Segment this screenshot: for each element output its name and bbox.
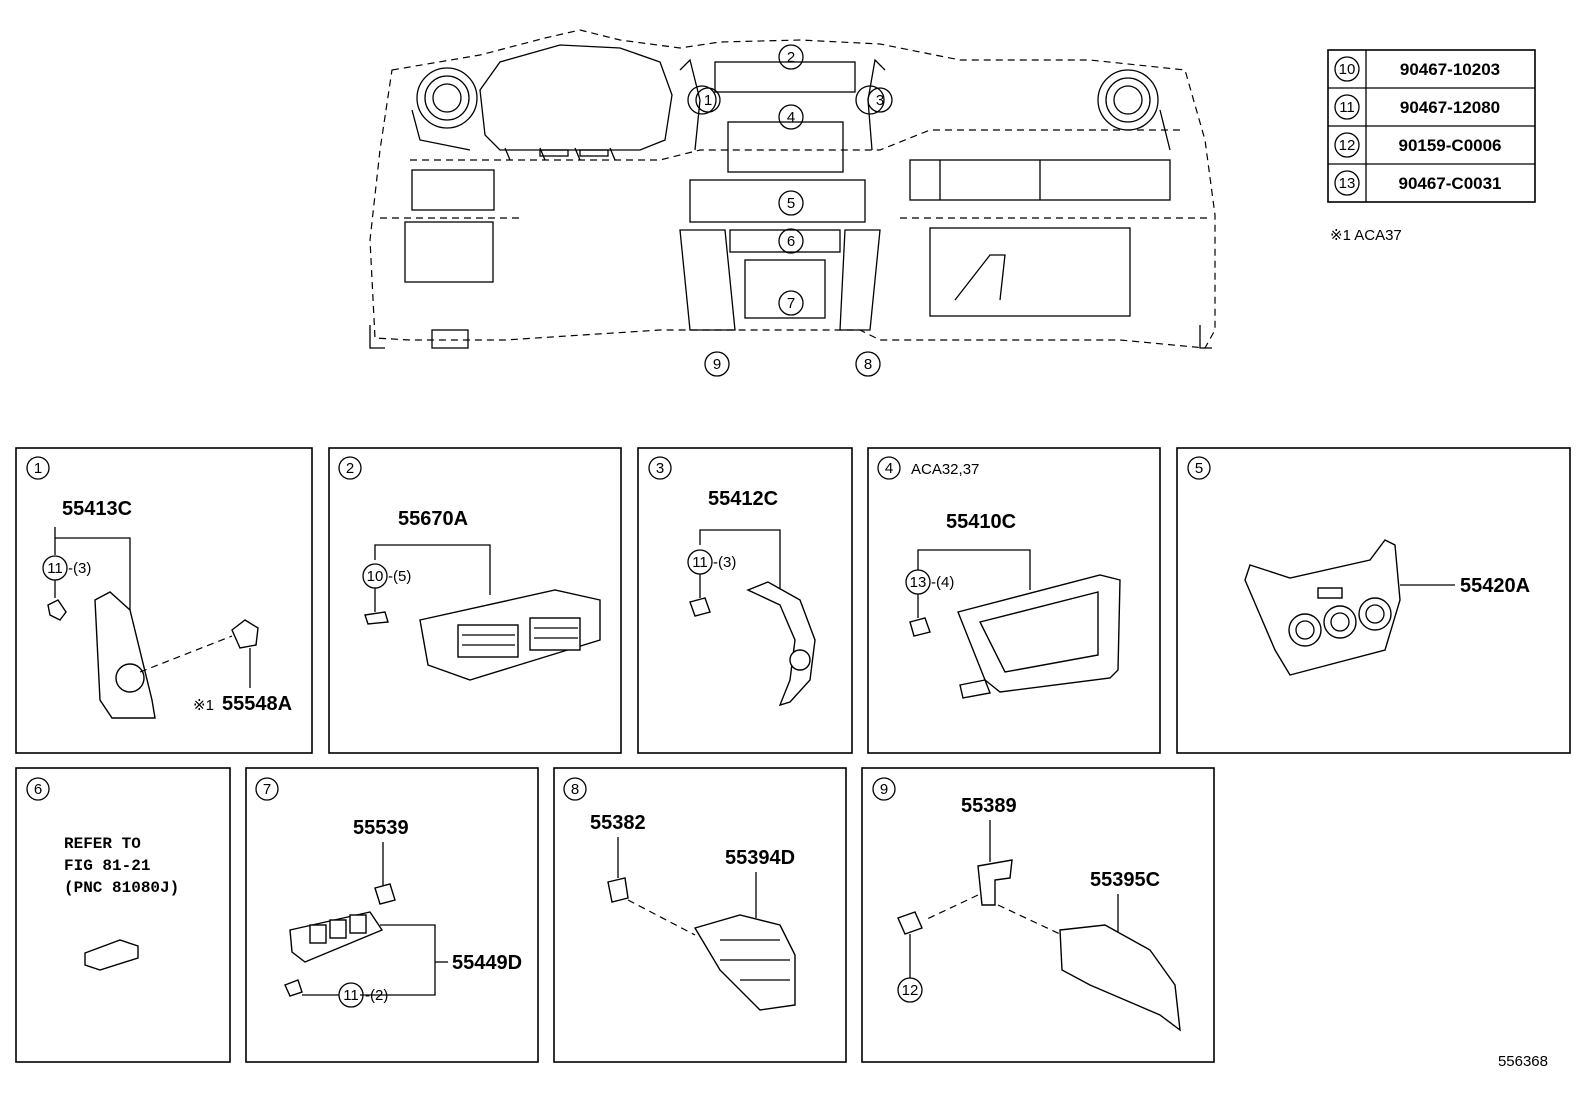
- svg-text:8: 8: [864, 356, 872, 373]
- svg-text:55389: 55389: [961, 795, 1017, 817]
- svg-text:ACA32,37: ACA32,37: [911, 461, 979, 478]
- svg-text:5: 5: [1195, 460, 1203, 477]
- svg-text:55395C: 55395C: [1090, 869, 1160, 891]
- svg-text:-(5): -(5): [388, 568, 411, 585]
- svg-text:55410C: 55410C: [946, 511, 1016, 533]
- svg-text:11: 11: [1339, 99, 1355, 116]
- svg-text:3: 3: [656, 460, 664, 477]
- overview-callouts: 1 2 3 4 5 6 7 8 9: [695, 44, 893, 377]
- svg-text:90467-12080: 90467-12080: [1400, 98, 1500, 117]
- svg-text:-(4): -(4): [931, 574, 954, 591]
- table-row: 12 90159-C0006: [1334, 132, 1502, 158]
- panel-7: 7 55539 55449D 11 -(2): [245, 767, 539, 1063]
- svg-text:9: 9: [880, 781, 888, 798]
- svg-text:FIG 81-21: FIG 81-21: [64, 857, 150, 875]
- svg-text:1: 1: [34, 460, 42, 477]
- svg-text:2: 2: [346, 460, 354, 477]
- svg-text:1: 1: [704, 92, 712, 109]
- footnote: ※1 ACA37: [1330, 227, 1402, 244]
- overview-callout-1: 1: [695, 87, 721, 113]
- svg-text:55670A: 55670A: [398, 508, 468, 530]
- svg-text:90467-C0031: 90467-C0031: [1398, 174, 1501, 193]
- svg-text:90159-C0006: 90159-C0006: [1398, 136, 1501, 155]
- parts-table: 10 90467-10203 11 90467-12080 12 90159-C…: [1327, 49, 1536, 203]
- svg-text:55412C: 55412C: [708, 488, 778, 510]
- svg-text:8: 8: [571, 781, 579, 798]
- svg-text:※1: ※1: [193, 697, 214, 714]
- svg-text:90467-10203: 90467-10203: [1400, 60, 1500, 79]
- svg-text:13: 13: [1339, 175, 1356, 192]
- svg-text:55449D: 55449D: [452, 952, 522, 974]
- svg-text:9: 9: [713, 356, 721, 373]
- svg-text:12: 12: [902, 982, 919, 999]
- panel-6: 6 REFER TO FIG 81-21 (PNC 81080J): [15, 767, 231, 1063]
- panel-3: 3 55412C 11 -(3): [637, 447, 853, 754]
- overview-callout-3: 3: [867, 87, 893, 113]
- svg-text:-(3): -(3): [713, 554, 736, 571]
- svg-text:5: 5: [787, 195, 795, 212]
- svg-text:4: 4: [885, 460, 893, 477]
- overview-callout-7: 7: [778, 290, 804, 316]
- panel-4: 4 ACA32,37 55410C 13 -(4): [867, 447, 1161, 754]
- svg-text:55548A: 55548A: [222, 693, 292, 715]
- svg-text:55382: 55382: [590, 812, 646, 834]
- svg-text:REFER TO: REFER TO: [64, 835, 141, 853]
- svg-text:-(3): -(3): [68, 560, 91, 577]
- svg-text:11: 11: [692, 554, 708, 571]
- overview-callout-6: 6: [778, 228, 804, 254]
- svg-text:10: 10: [367, 568, 384, 585]
- panel-8: 8 55382 55394D: [553, 767, 847, 1063]
- dashboard-overview: [369, 29, 1216, 349]
- figure-id: 556368: [1498, 1053, 1548, 1070]
- svg-text:55420A: 55420A: [1460, 575, 1530, 597]
- svg-text:3: 3: [876, 92, 884, 109]
- svg-text:7: 7: [787, 295, 795, 312]
- overview-callout-8: 8: [855, 351, 881, 377]
- svg-text:10: 10: [1339, 61, 1356, 78]
- panel-1: 1 55413C 11 -(3) ※1 55548A: [15, 447, 313, 754]
- svg-text:(PNC 81080J): (PNC 81080J): [64, 879, 179, 897]
- svg-text:2: 2: [787, 49, 795, 66]
- svg-text:4: 4: [787, 109, 795, 126]
- svg-text:7: 7: [263, 781, 271, 798]
- svg-text:11: 11: [343, 987, 359, 1004]
- table-row: 10 90467-10203: [1334, 56, 1500, 82]
- svg-text:13: 13: [910, 574, 927, 591]
- panel-9: 9 55389 55395C 12: [861, 767, 1215, 1063]
- overview-callout-9: 9: [704, 351, 730, 377]
- table-row: 13 90467-C0031: [1334, 170, 1502, 196]
- svg-text:55394D: 55394D: [725, 847, 795, 869]
- svg-text:-(2): -(2): [365, 987, 388, 1004]
- panel-5: 5 55420A: [1176, 447, 1571, 754]
- table-row: 11 90467-12080: [1334, 94, 1500, 120]
- svg-text:12: 12: [1339, 137, 1356, 154]
- svg-text:6: 6: [34, 781, 42, 798]
- overview-callout-4: 4: [778, 104, 804, 130]
- svg-text:11: 11: [47, 560, 63, 577]
- overview-callout-2: 2: [778, 44, 804, 70]
- svg-text:55413C: 55413C: [62, 498, 132, 520]
- svg-text:55539: 55539: [353, 817, 409, 839]
- svg-text:6: 6: [787, 233, 795, 250]
- panel-2: 2 55670A 10 -(5): [328, 447, 622, 754]
- overview-callout-5: 5: [778, 190, 804, 216]
